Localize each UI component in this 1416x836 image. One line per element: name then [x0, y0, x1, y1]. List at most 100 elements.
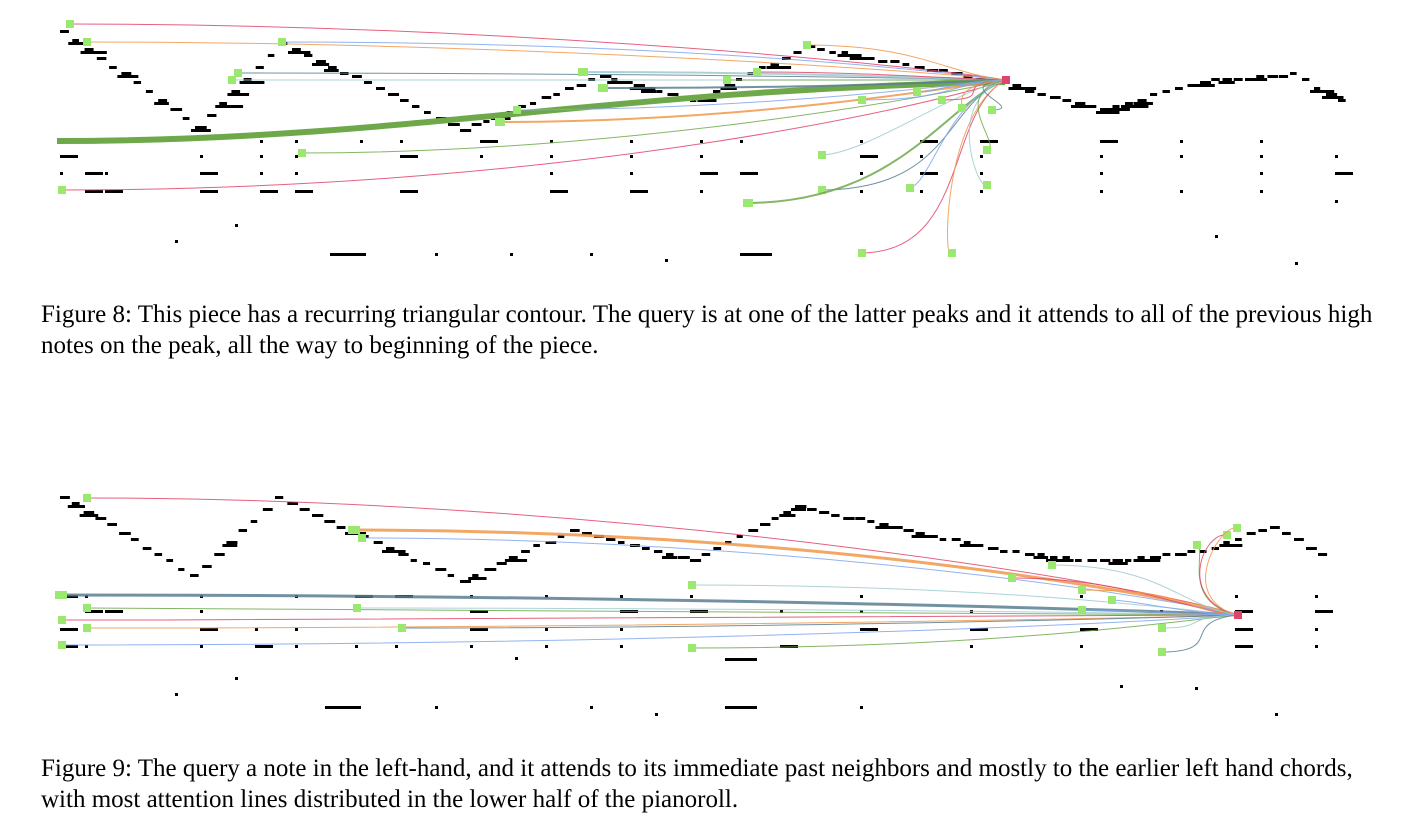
melody-note — [837, 54, 855, 57]
attended-note-highlight — [83, 624, 91, 632]
melody-note — [1125, 559, 1132, 562]
bass-note — [200, 190, 218, 193]
melody-note — [939, 69, 948, 72]
attended-note-highlight — [1078, 606, 1086, 614]
melody-note — [713, 90, 721, 93]
attended-note-highlight — [58, 616, 66, 624]
melody-note — [1046, 559, 1074, 562]
attention-line — [1159, 614, 1238, 629]
attended-note-highlight — [688, 644, 696, 652]
melody-note — [324, 520, 336, 523]
melody-note — [770, 63, 779, 66]
melody-note — [483, 120, 490, 123]
melody-note — [1000, 550, 1008, 553]
melody-note — [107, 523, 117, 526]
melody-note — [855, 517, 866, 520]
melody-note — [779, 514, 796, 517]
melody-note — [1033, 556, 1049, 559]
melody-note — [191, 129, 211, 132]
melody-note — [545, 541, 557, 544]
melody-note — [793, 51, 802, 54]
attention-line — [1109, 599, 1238, 616]
melody-note — [412, 105, 420, 108]
bass-note — [970, 645, 973, 648]
melody-note — [60, 496, 70, 499]
bass-note — [980, 155, 983, 158]
bass-note — [480, 140, 498, 143]
melody-note — [582, 532, 592, 535]
melody-note — [275, 496, 284, 499]
melody-note — [875, 526, 895, 529]
melody-note — [154, 553, 163, 556]
melody-note — [791, 508, 807, 511]
bass-note — [295, 172, 298, 175]
melody-note — [255, 66, 264, 69]
melody-note — [1222, 78, 1232, 81]
melody-note — [1211, 547, 1220, 550]
melody-note — [666, 553, 674, 556]
melody-note — [170, 108, 183, 111]
melody-note — [1218, 81, 1235, 84]
melody-note — [364, 81, 372, 84]
melody-note — [424, 111, 431, 114]
melody-note — [533, 544, 540, 547]
melody-note — [190, 574, 199, 577]
melody-note — [231, 90, 241, 93]
bass-note — [1335, 172, 1353, 175]
bass-note — [980, 190, 983, 193]
attended-note-highlight — [818, 151, 826, 159]
melody-note — [914, 66, 925, 69]
melody-note — [1200, 550, 1207, 553]
melody-note — [60, 30, 69, 33]
melody-note — [215, 105, 244, 108]
melody-note — [1121, 105, 1149, 108]
melody-note — [336, 526, 346, 529]
bass-note — [1100, 190, 1103, 193]
melody-note — [1062, 556, 1070, 559]
low-note — [1295, 262, 1298, 265]
melody-note — [879, 523, 889, 526]
melody-note — [496, 562, 507, 565]
melody-note — [80, 51, 107, 54]
query-note — [1234, 611, 1242, 619]
melody-note — [951, 538, 961, 541]
low-note — [235, 224, 238, 227]
melody-note — [1175, 553, 1187, 556]
melody-note — [622, 81, 633, 84]
bass-note — [255, 628, 258, 631]
attended-note-highlight — [688, 581, 696, 589]
bass-note — [1100, 140, 1118, 143]
bass-note — [395, 645, 398, 648]
melody-note — [158, 99, 168, 102]
attention-line — [804, 44, 1006, 81]
attended-note-highlight — [83, 494, 91, 502]
melody-note — [117, 75, 139, 78]
attention-line — [1205, 527, 1238, 616]
melody-note — [222, 544, 238, 547]
attended-note-highlight — [858, 249, 866, 257]
attended-note-highlight — [66, 20, 74, 28]
melody-note — [1112, 559, 1123, 562]
melody-note — [154, 102, 169, 105]
melody-note — [1108, 562, 1128, 565]
melody-note — [831, 514, 840, 517]
bass-note — [60, 645, 78, 648]
bass-note — [260, 190, 278, 193]
bass-note — [470, 610, 488, 613]
melody-note — [1133, 559, 1161, 562]
melody-note — [182, 117, 190, 120]
bass-note — [920, 155, 923, 158]
melody-note — [508, 556, 518, 559]
melody-note — [576, 84, 587, 87]
melody-note — [1302, 78, 1310, 81]
melody-note — [67, 505, 86, 508]
figure-9-pianoroll — [55, 494, 1333, 716]
melody-note — [304, 54, 313, 57]
attention-line — [59, 79, 1006, 191]
melody-note — [178, 568, 185, 571]
melody-note — [72, 39, 79, 42]
melody-note — [1008, 87, 1037, 90]
melody-note — [447, 574, 455, 577]
melody-note — [865, 57, 875, 60]
bass-note — [85, 645, 88, 648]
